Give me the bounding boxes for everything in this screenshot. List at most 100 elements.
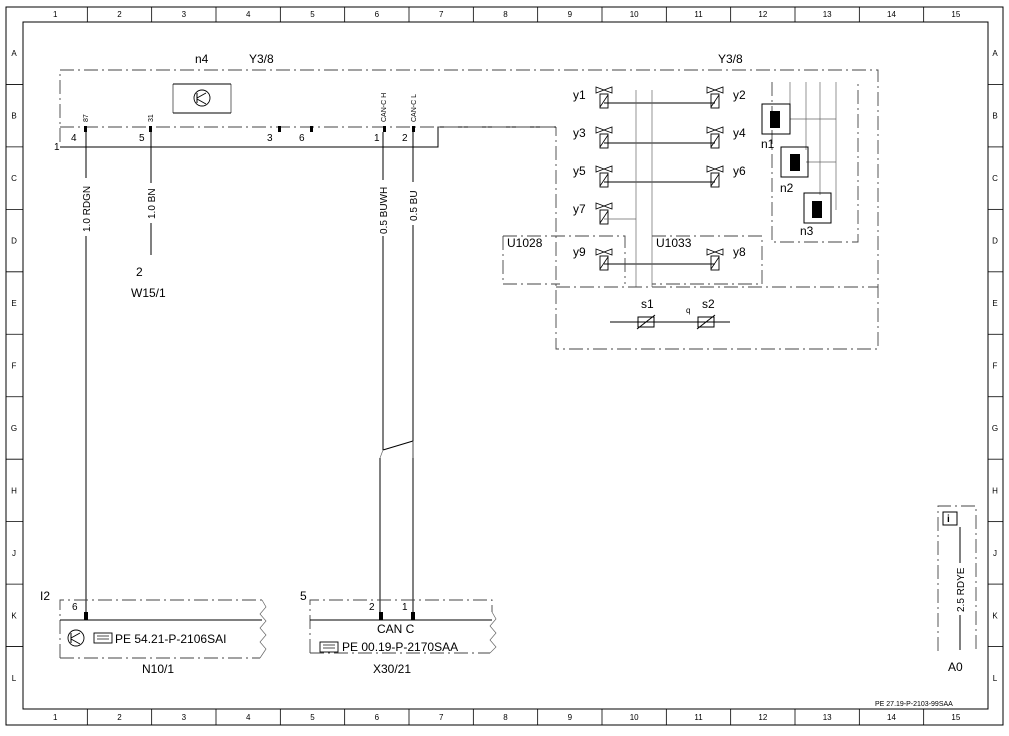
- grid-col-label: 10: [630, 713, 639, 722]
- valve-y9-label: y9: [573, 245, 586, 259]
- pin-can-l-label: CAN-C L: [411, 94, 418, 122]
- grid-col-label: 6: [375, 713, 380, 722]
- grid-col-label: 13: [823, 713, 832, 722]
- valve-y8-label: y8: [733, 245, 746, 259]
- grid-labels: 1122334455667788991010111112121313141415…: [11, 10, 998, 722]
- pin-4-label: 4: [71, 133, 77, 144]
- wire-buwh-join: [379, 449, 384, 459]
- grid-row-label: A: [11, 49, 17, 58]
- pin-can-h-marker: [383, 126, 386, 132]
- pin-can-l-marker: [412, 126, 415, 132]
- valve-y5-icon: [595, 165, 613, 188]
- pin-3-label: 3: [267, 133, 273, 144]
- grid-col-label: 13: [823, 10, 832, 19]
- valve-y5-label: y5: [573, 164, 586, 178]
- grid-col-label: 14: [887, 713, 896, 722]
- ground-name-label: W15/1: [131, 286, 166, 300]
- x30-21-pin2-marker: [379, 612, 383, 620]
- grid-row-label: L: [12, 674, 17, 683]
- valve-y2-label: y2: [733, 88, 746, 102]
- x30-21-block: 5 2 1 CAN C PE 00.19-P-2170SAA X30/21: [300, 589, 497, 676]
- wire-bn-label: 1.0 BN: [147, 188, 158, 219]
- grid-ticks: [6, 7, 1003, 725]
- grid-row-label: E: [992, 299, 997, 308]
- n10-1-ref-link[interactable]: PE 54.21-P-2106SAI: [115, 632, 226, 646]
- grid-row-label: H: [11, 486, 17, 495]
- valve-y2-icon: [706, 86, 724, 109]
- grid-row-label: J: [12, 549, 16, 558]
- grid-row-label: F: [993, 362, 998, 371]
- grid-col-label: 12: [758, 10, 767, 19]
- x30-21-pointing-hand-icon[interactable]: [319, 641, 339, 653]
- valve-y7-label: y7: [573, 202, 586, 216]
- pin-6-marker: [310, 126, 313, 132]
- valve-y7-icon: [595, 202, 613, 225]
- grid-col-label: 14: [887, 10, 896, 19]
- u1033-boundary: [652, 235, 763, 285]
- x30-21-boundary: [309, 599, 493, 653]
- grid-row-label: D: [992, 237, 998, 246]
- grid-row-label: B: [11, 112, 16, 121]
- grid-row-label: L: [993, 674, 998, 683]
- module-y38: n4 Y3/8 Y3/8 87 31 CAN-C H CAN-C L 4 5 3…: [54, 52, 879, 350]
- inner-frame: [22, 21, 989, 710]
- valve-y3-icon: [595, 126, 613, 149]
- x30-21-name: X30/21: [373, 662, 411, 676]
- wire-buwh-label: 0.5 BUWH: [379, 187, 390, 234]
- valve-y4-label: y4: [733, 126, 746, 140]
- valve-y1-icon: [595, 86, 613, 109]
- sensor-area-boundary: [771, 82, 859, 243]
- q-label: q: [686, 306, 690, 315]
- grid-row-label: F: [12, 362, 17, 371]
- grid-col-label: 12: [758, 713, 767, 722]
- s2-switch-icon: [696, 314, 716, 330]
- a0-info-block: i 2.5 RDYE A0: [937, 505, 977, 674]
- grid-row-label: C: [11, 174, 17, 183]
- s1-switch-icon: [636, 314, 656, 330]
- grid-col-label: 9: [568, 713, 573, 722]
- wire-bu-label-bg: [405, 182, 421, 225]
- grid-row-label: K: [992, 611, 998, 620]
- n10-1-boundary: [59, 599, 262, 658]
- pin-3-marker: [278, 126, 281, 132]
- y38-title-right: Y3/8: [718, 52, 743, 66]
- info-icon[interactable]: i: [942, 511, 958, 526]
- pin-1-label: 1: [374, 133, 380, 144]
- grid-col-label: 7: [439, 713, 444, 722]
- n1-sensor-icon: [761, 103, 791, 135]
- n10-1-transistor-icon: [67, 629, 85, 647]
- x30-21-ref-link[interactable]: PE 00.19-P-2170SAA: [342, 640, 458, 654]
- pin-2-label: 2: [402, 133, 408, 144]
- module-connector-line: [60, 126, 556, 148]
- n10-1-name: N10/1: [142, 662, 174, 676]
- grid-col-label: 15: [951, 713, 960, 722]
- grid-row-label: B: [992, 112, 997, 121]
- grid-col-label: 3: [182, 10, 187, 19]
- x30-21-pin1-label: 1: [402, 602, 408, 613]
- grid-row-label: H: [992, 486, 998, 495]
- grid-col-label: 8: [503, 10, 508, 19]
- n4-label: n4: [195, 52, 209, 66]
- outer-frame: [5, 6, 1004, 726]
- grid-col-label: 4: [246, 713, 251, 722]
- valve-y6-label: y6: [733, 164, 746, 178]
- pin-31-marker: [149, 126, 152, 132]
- grid-col-label: 10: [630, 10, 639, 19]
- valve-y8-icon: [706, 248, 724, 271]
- wire-bn-label-bg: [143, 183, 159, 223]
- wire-bu-label: 0.5 BU: [409, 190, 420, 221]
- valve-group: [595, 86, 724, 271]
- n2-sensor-icon: [780, 146, 809, 178]
- grid-col-label: 9: [568, 10, 573, 19]
- document-reference: PE 27.19-P-2103-99SAA: [875, 701, 953, 708]
- u1033-label: U1033: [656, 236, 692, 250]
- ground-pin-label: 2: [136, 265, 143, 279]
- valve-y3-label: y3: [573, 126, 586, 140]
- grid-row-label: K: [11, 611, 17, 620]
- n10-1-pointing-hand-icon[interactable]: [93, 632, 113, 644]
- grid-row-label: A: [992, 49, 998, 58]
- grid-col-label: 6: [375, 10, 380, 19]
- pin-87-marker: [84, 126, 87, 132]
- grid-col-label: 1: [53, 10, 58, 19]
